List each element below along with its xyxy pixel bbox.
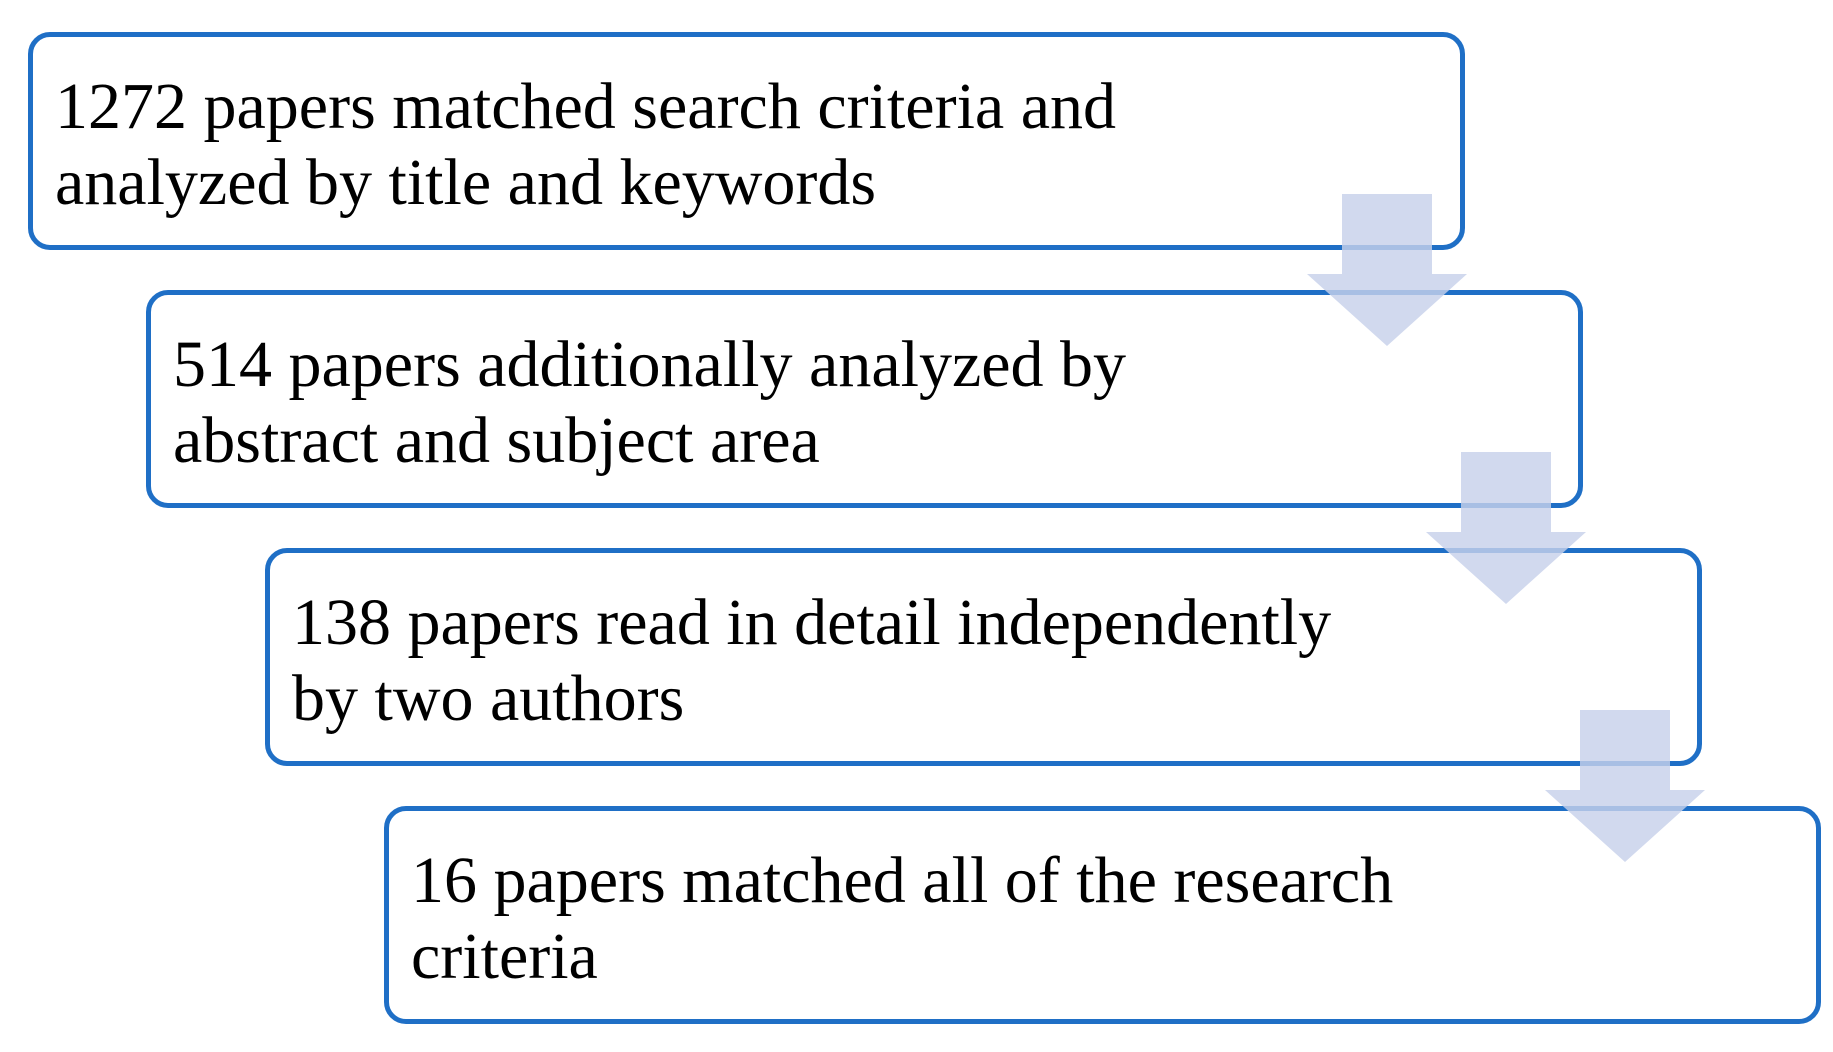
step-3-box: 138 papers read in detail independently … [265, 548, 1702, 766]
down-arrow-icon [1307, 194, 1467, 346]
down-arrow-icon [1426, 452, 1586, 604]
step-4-line-1: 16 papers matched all of the research [411, 844, 1394, 917]
arrow-1-shape [1307, 194, 1467, 346]
down-arrow-icon [1545, 710, 1705, 862]
step-2-line-2: abstract and subject area [173, 404, 820, 477]
arrow-3-shape [1545, 710, 1705, 862]
step-1-line-1: 1272 papers matched search criteria and [55, 70, 1116, 143]
step-2-line-1: 514 papers additionally analyzed by [173, 328, 1127, 401]
step-3-line-2: by two authors [292, 662, 685, 735]
step-1-box: 1272 papers matched search criteria and … [28, 32, 1465, 250]
step-2-box: 514 papers additionally analyzed by abst… [146, 290, 1583, 508]
step-1-line-2: analyzed by title and keywords [55, 146, 877, 219]
step-3-line-1: 138 papers read in detail independently [292, 586, 1332, 659]
arrow-2-shape [1426, 452, 1586, 604]
step-4-line-2: criteria [411, 920, 598, 993]
step-4-box: 16 papers matched all of the research cr… [384, 806, 1821, 1024]
